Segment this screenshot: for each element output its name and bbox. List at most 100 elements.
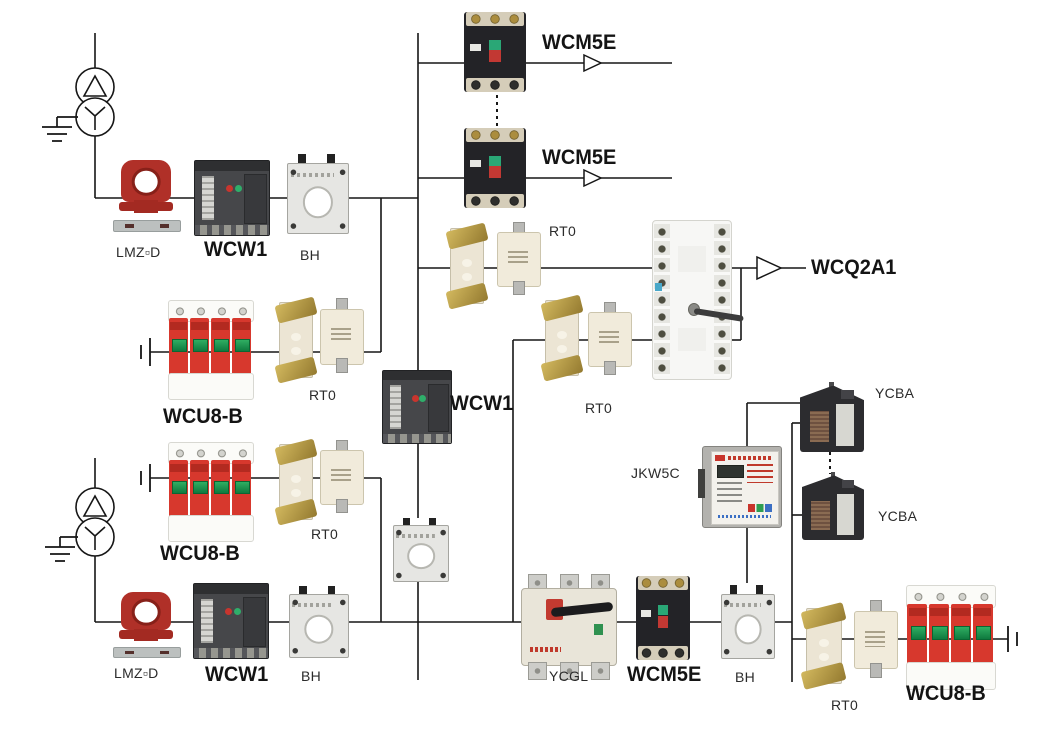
label-ycba-1: YCBA [875,385,915,401]
mounting-tab [297,154,306,165]
rating-tag [640,609,651,618]
wcm5e-breaker-photo-1 [464,12,526,92]
brand-logo [715,454,726,462]
rt0-fuse-link-photo-2 [317,440,365,513]
rt0-fuse-link-photo-b [585,302,633,375]
ground-symbol-spd2 [140,464,151,492]
ground-symbol-spd1 [140,338,151,366]
bh-current-transformer-photo-top [286,154,349,234]
wcu8b-surge-protector-photo-2 [168,442,254,542]
mounting-tab [428,518,437,527]
ct-window [304,614,334,644]
toggle-green [489,40,501,50]
wcw1-air-breaker-photo-top [194,160,270,236]
spd-top-cap [906,585,996,608]
side-panel [836,404,854,447]
dark-window [840,390,854,399]
mounting-tab [755,585,763,595]
breaker-terminal-base [383,433,451,443]
label-rt0-3: RT0 [831,697,859,713]
feeder-arrow-icons [583,53,783,281]
ground-symbol-bottom-left [45,536,78,562]
fuse-base-dots [290,474,302,483]
toggle-green [658,605,668,616]
indicator-lights [411,394,430,402]
label-wcq2a1: WCQ2A1 [811,256,897,279]
gray-text-lines [717,482,743,503]
bh-current-transformer-photo-bottom [288,586,349,658]
toggle-green [489,156,501,166]
mounting-tab [402,518,410,527]
wcw1-air-breaker-photo-middle [382,370,452,444]
coil-detail [809,411,829,443]
fuse-blade [336,498,348,513]
breaker-terminal-base [194,648,268,658]
blue-marker [655,282,663,291]
label-bh-top: BH [300,247,321,263]
label-wcu8b-1: WCU8-B [163,405,243,428]
wcq2a1-transfer-switch-photo [652,220,745,380]
spd-module [190,318,210,376]
indicator-lights [225,608,244,616]
fuse-blade [513,280,525,295]
top-pin [830,472,835,477]
title-text-line [728,456,773,460]
wcm5e-breaker-photo-bottom [636,576,690,660]
terminal-strip [465,128,525,142]
switch-terminal [559,662,579,680]
switch-terminal [528,662,547,680]
label-wcu8b-3: WCU8-B [906,682,986,705]
label-wcu8b-2: WCU8-B [160,542,240,565]
switch-terminal [528,574,547,592]
ct-flange [119,201,173,212]
coil-detail [811,500,830,531]
dark-window [841,480,855,489]
transformer-symbol-top [75,67,115,137]
rt0-fuse-base-photo-1 [273,296,318,384]
spd-module [972,603,993,665]
panel-recess [677,246,707,272]
green-label [594,623,603,635]
label-wcm5e-bottom: WCM5E [627,663,702,686]
lcd-display [717,464,745,479]
ycgl-isolation-switch-photo [518,574,618,680]
label-bh-bottom-2: BH [735,669,756,685]
terminal-column [653,224,671,376]
top-pin [829,382,834,387]
toggle-red [489,50,501,62]
ct-ring [121,160,171,202]
ct-window [302,186,334,218]
lmz-current-transformer-photo-top [112,160,182,232]
breaker-label-strip [201,598,214,644]
spd-module [231,318,251,376]
ct-mounting-foot [112,647,182,659]
terminal-strip [637,645,689,660]
fuse-body [587,312,633,367]
arrow-right-icon [756,255,783,281]
wcm5e-breaker-photo-2 [464,128,526,208]
label-rt0-1: RT0 [309,387,337,403]
breaker-side-panel [427,383,449,433]
label-lmz-top: LMZ▫D [116,244,161,260]
ycba-capacitor-photo-2 [802,472,864,540]
fuse-label [331,469,351,484]
red-text-lines [746,464,773,483]
breaker-label-strip [389,385,401,429]
spd-module [950,603,971,665]
breaker-top-strip [195,161,269,171]
ycba-capacitor-photo-1 [800,382,864,452]
label-wcw1-top: WCW1 [204,238,268,261]
ct-body [287,163,349,234]
wcu8b-surge-protector-photo-1 [168,300,254,400]
toggle-red [658,616,668,629]
label-wcm5e-1: WCM5E [542,31,617,54]
footer-text-line [718,515,772,518]
switch-body [521,587,617,667]
indicator-lights [226,185,245,193]
din-connector [698,469,706,499]
ct-ring [121,592,171,631]
transformer-symbol-bottom [75,487,115,557]
ct-window [407,543,435,570]
ground-symbol-spd3-right [1007,626,1018,652]
